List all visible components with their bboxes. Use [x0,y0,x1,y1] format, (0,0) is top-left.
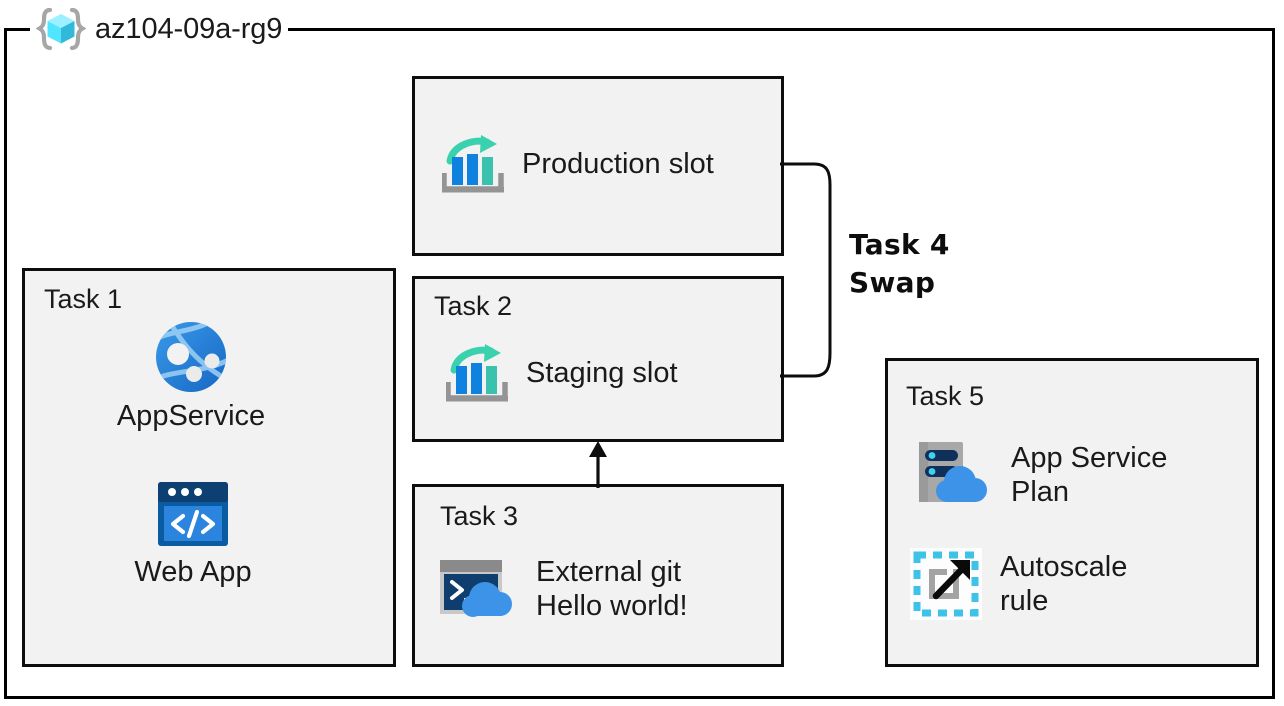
app-service-globe-icon [154,320,228,394]
resource-group-name: az104-09a-rg9 [95,12,283,45]
resource-group-frame [4,28,1275,699]
resource-group-title: az104-09a-rg9 [30,7,289,51]
task5-label: Task 5 [906,381,985,411]
cloud-shell-icon [438,558,518,620]
app-service-item: AppService [108,320,274,431]
app-service-plan-label: App Service Plan [1011,441,1168,508]
web-app-browser-icon [155,478,231,550]
task3-label: Task 3 [440,501,519,531]
autoscale-rule-icon [910,548,982,620]
app-service-plan-icon [915,440,993,510]
external-git-label: External git Hello world! [536,556,688,623]
external-git-row: External git Hello world! [438,555,688,623]
staging-slot-label: Staging slot [526,356,678,389]
production-slot-label: Production slot [522,147,714,180]
staging-slot-row: Staging slot [445,344,678,402]
task2-box[interactable] [412,276,784,442]
deployment-slot-icon [445,344,508,402]
production-slot-row: Production slot [441,135,714,193]
resource-group-cube-icon [35,7,87,51]
app-service-plan-row: App Service Plan [915,440,1167,510]
autoscale-rule-label: Autoscale rule [1000,550,1128,617]
app-service-label: AppService [116,400,266,432]
task2-label: Task 2 [434,291,513,321]
deployment-slot-icon [441,135,504,193]
swap-label: Task 4 Swap [849,228,950,299]
task1-label: Task 1 [44,284,123,314]
autoscale-rule-row: Autoscale rule [910,548,1127,620]
web-app-label: Web App [134,556,252,588]
web-app-item: Web App [110,478,276,587]
